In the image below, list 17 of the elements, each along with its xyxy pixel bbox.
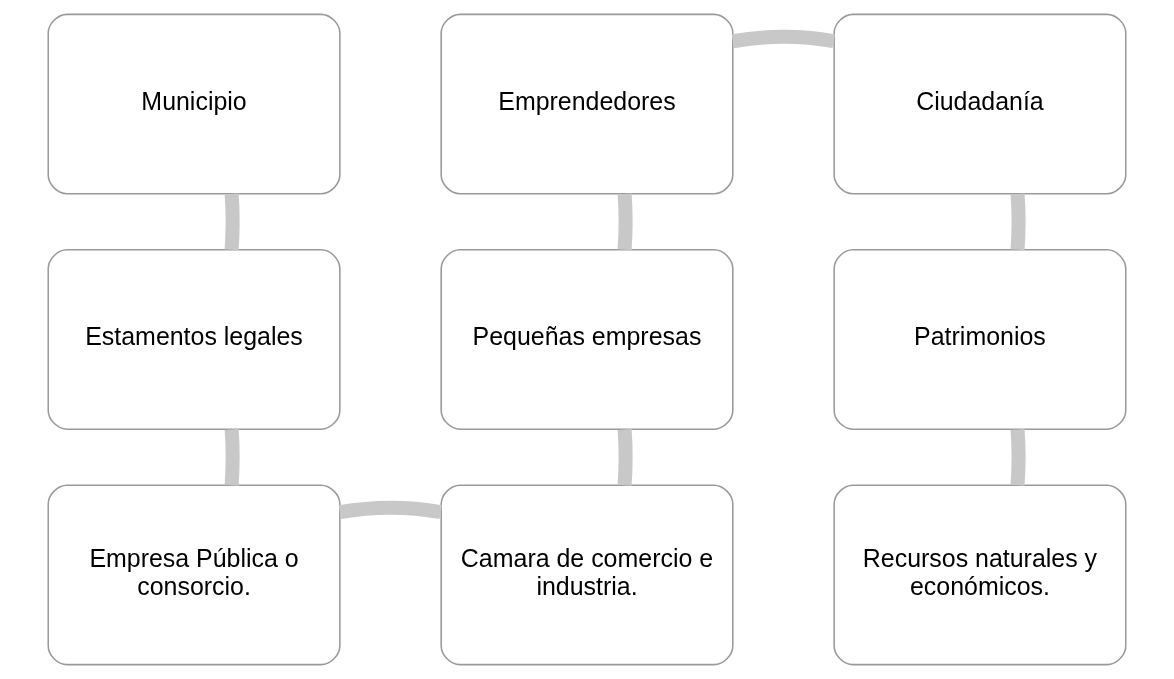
node-box: Municipio	[47, 13, 341, 195]
node-box: Patrimonios	[833, 249, 1127, 430]
connector	[731, 29, 835, 49]
connector	[617, 193, 633, 251]
connector	[617, 429, 633, 486]
connector	[1010, 429, 1026, 486]
connector	[224, 429, 240, 486]
node-box: Pequeñas empresas	[440, 249, 734, 430]
connector	[338, 500, 442, 520]
node-box: Empresa Pública o consorcio.	[47, 484, 341, 666]
node-box: Emprendedores	[440, 13, 734, 195]
node-box: Recursos naturales y económicos.	[833, 484, 1127, 666]
node-box: Ciudadanía	[833, 13, 1127, 195]
node-box: Estamentos legales	[47, 249, 341, 430]
connector	[1010, 193, 1026, 251]
node-box: Camara de comercio e industria.	[440, 484, 734, 666]
connector	[224, 193, 240, 251]
